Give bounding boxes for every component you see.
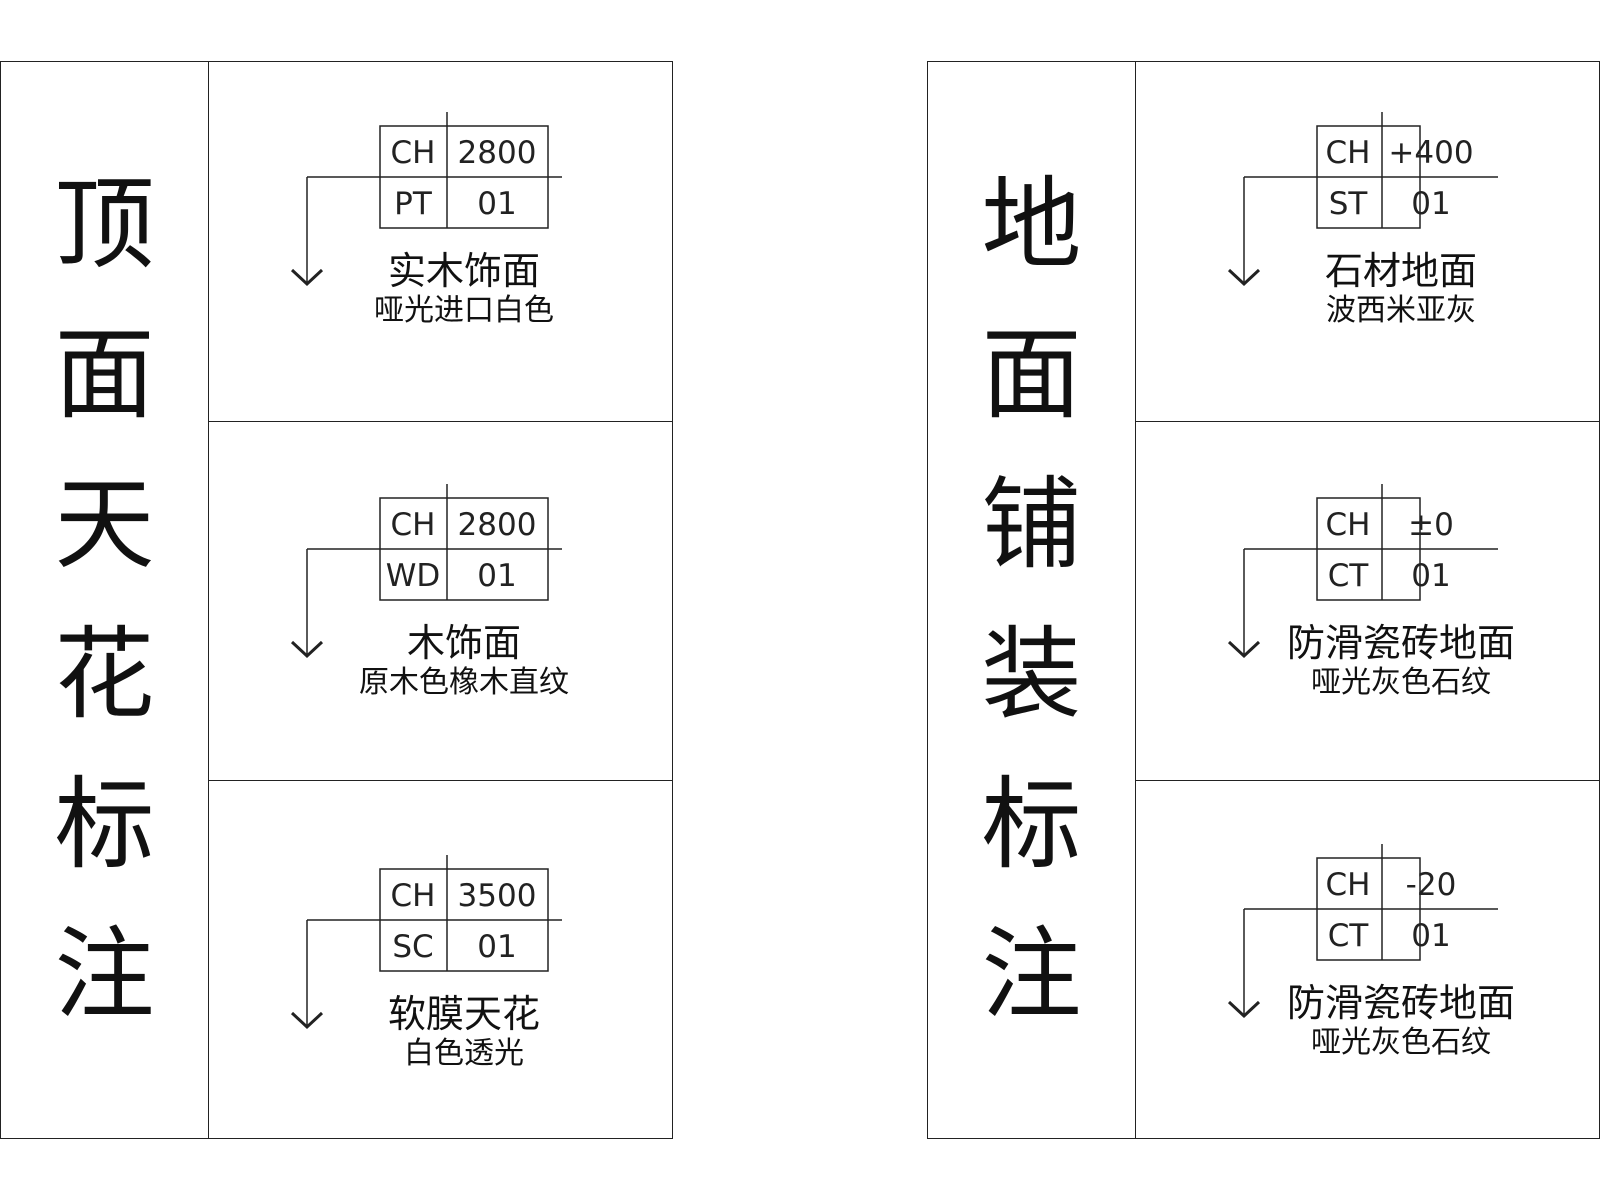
- material-name: 木饰面: [407, 621, 521, 665]
- title-char: 标: [54, 766, 155, 883]
- leader-arrow: [1227, 177, 1261, 287]
- floor-cell-2: CH ±0 CT 01 防滑瓷砖地面 哑光灰色石纹: [1136, 421, 1599, 780]
- tag-code-b: ST: [1329, 186, 1369, 222]
- tag-value-a: +400: [1388, 135, 1473, 171]
- tag-code-a: CH: [1326, 507, 1371, 543]
- ceiling-title: 顶 面 天 花 标 注: [1, 62, 209, 1138]
- floor-cell-3: CH -20 CT 01 防滑瓷砖地面 哑光灰色石纹: [1136, 780, 1599, 1139]
- tag-code-a: CH: [391, 507, 436, 543]
- ceiling-cells: CH 2800 PT 01 实木饰面 哑光进口白色 CH: [209, 62, 672, 1138]
- tag-box: [1244, 112, 1498, 229]
- tag-value-b: 01: [477, 186, 516, 222]
- tag-value-b: 01: [477, 929, 516, 965]
- tag-code-b: CT: [1328, 558, 1370, 594]
- tag-code-a: CH: [1326, 135, 1371, 171]
- material-name: 软膜天花: [388, 992, 540, 1036]
- ceiling-tag-1: CH 2800 PT 01 实木饰面 哑光进口白色: [290, 112, 562, 328]
- title-char: 铺: [981, 466, 1082, 583]
- ceiling-cell-2: CH 2800 WD 01 木饰面 原木色橡木直纹: [209, 421, 672, 780]
- tag-code-b: CT: [1328, 918, 1370, 954]
- material-name: 实木饰面: [388, 249, 540, 293]
- floor-title: 地 面 铺 装 标 注: [928, 62, 1136, 1138]
- title-char: 地: [981, 166, 1082, 283]
- leader-arrow: [290, 549, 324, 659]
- leader-arrow: [1227, 909, 1261, 1019]
- tag-value-b: 01: [1411, 918, 1450, 954]
- tag-value-a: 2800: [458, 135, 537, 171]
- tag-code-a: CH: [391, 878, 436, 914]
- floor-cell-1: CH +400 ST 01 石材地面 波西米亚灰: [1136, 62, 1599, 421]
- title-char: 注: [981, 916, 1082, 1033]
- leader-arrow: [290, 920, 324, 1030]
- title-char: 花: [54, 616, 155, 733]
- title-char: 顶: [54, 166, 155, 283]
- title-char: 标: [981, 766, 1082, 883]
- material-name: 石材地面: [1325, 249, 1477, 293]
- material-desc: 哑光灰色石纹: [1311, 665, 1491, 700]
- title-char: 装: [981, 616, 1082, 733]
- tag-code-a: CH: [391, 135, 436, 171]
- material-name: 防滑瓷砖地面: [1287, 981, 1515, 1025]
- title-char: 注: [54, 916, 155, 1033]
- tag-code-b: SC: [392, 929, 433, 965]
- tag-value-a: 3500: [458, 878, 537, 914]
- tag-box: [1244, 844, 1498, 961]
- floor-annotation-panel: 地 面 铺 装 标 注 CH +400 ST 01 石材地面: [927, 61, 1600, 1139]
- leader-arrow: [290, 177, 324, 287]
- tag-box: [307, 855, 562, 972]
- material-desc: 白色透光: [404, 1036, 524, 1071]
- floor-tag-1: CH +400 ST 01 石材地面 波西米亚灰: [1227, 112, 1498, 328]
- material-desc: 哑光灰色石纹: [1311, 1025, 1491, 1060]
- tag-box: [1244, 484, 1498, 601]
- material-name: 防滑瓷砖地面: [1287, 621, 1515, 665]
- tag-value-a: 2800: [458, 507, 537, 543]
- tag-value-b: 01: [1411, 186, 1450, 222]
- tag-value-b: 01: [477, 558, 516, 594]
- leader-arrow: [1227, 549, 1261, 659]
- ceiling-tag-2: CH 2800 WD 01 木饰面 原木色橡木直纹: [290, 484, 569, 700]
- ceiling-cell-1: CH 2800 PT 01 实木饰面 哑光进口白色: [209, 62, 672, 421]
- tag-code-b: WD: [386, 558, 441, 594]
- floor-tag-3: CH -20 CT 01 防滑瓷砖地面 哑光灰色石纹: [1227, 844, 1515, 1060]
- tag-box: [307, 484, 562, 601]
- tag-box: [307, 112, 562, 229]
- ceiling-tag-3: CH 3500 SC 01 软膜天花 白色透光: [290, 855, 562, 1071]
- tag-code-b: PT: [394, 186, 433, 222]
- material-desc: 原木色橡木直纹: [359, 665, 569, 700]
- floor-cells: CH +400 ST 01 石材地面 波西米亚灰 CH ±: [1136, 62, 1599, 1138]
- floor-tag-2: CH ±0 CT 01 防滑瓷砖地面 哑光灰色石纹: [1227, 484, 1515, 700]
- ceiling-cell-3: CH 3500 SC 01 软膜天花 白色透光: [209, 780, 672, 1139]
- title-char: 面: [54, 316, 155, 433]
- title-char: 天: [54, 466, 155, 583]
- tag-value-a: ±0: [1408, 507, 1454, 543]
- material-desc: 哑光进口白色: [374, 293, 554, 328]
- ceiling-annotation-panel: 顶 面 天 花 标 注 CH 2800 PT 01 实木饰面: [0, 61, 673, 1139]
- tag-value-b: 01: [1411, 558, 1450, 594]
- material-desc: 波西米亚灰: [1326, 293, 1476, 328]
- tag-value-a: -20: [1406, 867, 1457, 903]
- title-char: 面: [981, 316, 1082, 433]
- tag-code-a: CH: [1326, 867, 1371, 903]
